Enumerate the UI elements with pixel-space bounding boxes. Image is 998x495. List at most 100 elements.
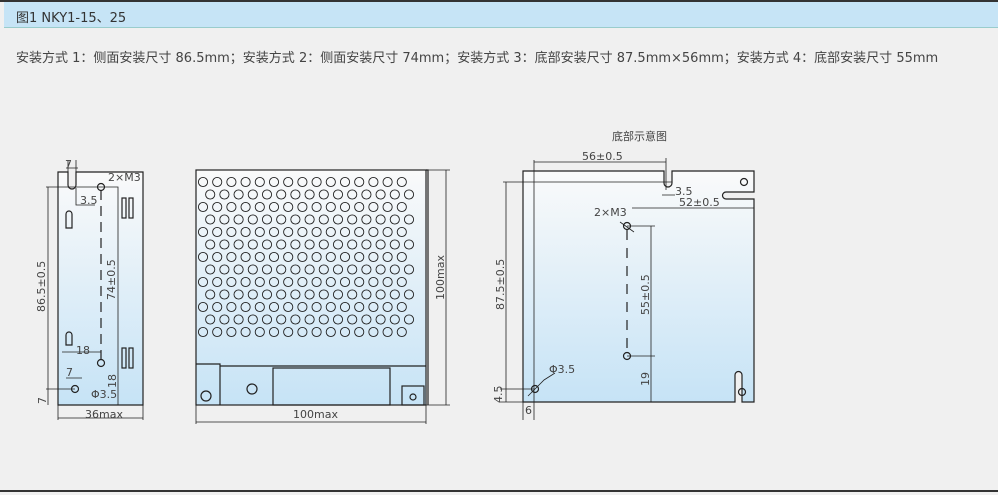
vent-hole (396, 201, 407, 213)
vent-hole (247, 314, 258, 325)
dim-label: Φ3.5 (91, 388, 117, 401)
vent-hole (283, 251, 294, 263)
vent-hole (368, 276, 379, 288)
vent-hole (297, 226, 308, 238)
dim-label: Φ3.5 (549, 363, 575, 376)
vent-hole (240, 301, 251, 313)
vent-hole (212, 201, 223, 213)
vent-hole (382, 326, 393, 338)
vent-hole (304, 189, 315, 200)
vent-hole (339, 226, 351, 238)
dim-label: 18 (76, 344, 90, 357)
vent-hole (226, 226, 237, 238)
vent-hole (354, 226, 365, 238)
vent-hole (276, 239, 287, 250)
vent-hole (247, 239, 258, 250)
vent-hole (354, 326, 365, 338)
vent-hole (354, 251, 365, 263)
vent-hole (318, 189, 329, 200)
dim-label: 3.5 (675, 185, 693, 198)
vent-hole (254, 201, 265, 213)
vent-hole (304, 314, 315, 325)
vent-hole (339, 201, 351, 213)
vent-hole (283, 301, 294, 313)
vent-hole (205, 189, 216, 200)
vent-hole (261, 314, 273, 325)
vent-hole (297, 301, 308, 313)
vent-hole (212, 326, 223, 338)
vent-hole (403, 289, 415, 300)
dim-label: 100max (434, 255, 447, 300)
vent-hole (276, 214, 287, 225)
dim-label: 7 (66, 366, 73, 379)
vent-hole (382, 276, 393, 288)
vent-hole (347, 314, 358, 325)
vent-hole (247, 189, 258, 200)
vent-hole (254, 176, 265, 188)
vent-hole (276, 264, 287, 275)
vent-hole (254, 251, 265, 263)
vent-hole (361, 189, 372, 200)
vent-hole (325, 326, 336, 338)
vent-hole (219, 264, 230, 275)
vent-hole (283, 201, 294, 213)
vent-hole (339, 176, 351, 188)
dim-label: 86.5±0.5 (35, 261, 48, 312)
vent-hole (254, 226, 265, 238)
vent-hole (389, 264, 400, 275)
vent-hole (233, 239, 244, 250)
vent-hole (226, 326, 237, 338)
vent-hole (233, 264, 244, 275)
vent-hole (332, 314, 344, 325)
bottom-view-labels: 底部示意图 56±0.5 3.5 52±0.5 2×M3 87.5±0.5 55… (492, 129, 720, 417)
vent-hole (318, 239, 329, 250)
dim-label: 7 (65, 158, 72, 171)
vent-hole (283, 176, 294, 188)
vent-hole (297, 326, 308, 338)
vent-hole (197, 301, 209, 313)
vent-hole (332, 214, 344, 225)
vent-hole (361, 239, 372, 250)
vent-hole (226, 201, 237, 213)
vent-hole (226, 176, 237, 188)
vent-hole (261, 289, 273, 300)
vent-hole (290, 214, 301, 225)
vent-hole (226, 301, 237, 313)
vent-hole (276, 314, 287, 325)
vent-hole (304, 239, 315, 250)
vent-hole (382, 226, 393, 238)
vent-hole (219, 314, 230, 325)
vent-hole (268, 201, 280, 213)
vent-hole (240, 251, 251, 263)
top-border (0, 0, 998, 2)
vent-hole (268, 326, 280, 338)
vent-hole (347, 239, 358, 250)
vent-hole (318, 214, 329, 225)
vent-hole (347, 214, 358, 225)
vent-hole (219, 289, 230, 300)
vent-hole (276, 189, 287, 200)
vent-hole (304, 214, 315, 225)
vent-hole (375, 264, 386, 275)
bottom-view-title: 底部示意图 (612, 129, 667, 143)
vent-hole (197, 226, 209, 238)
vent-hole (382, 176, 393, 188)
dim-label: 2×M3 (108, 171, 141, 184)
vent-hole (403, 189, 415, 200)
vent-hole (396, 301, 407, 313)
vent-hole (311, 176, 322, 188)
vent-hole (197, 276, 209, 288)
vent-hole (219, 214, 230, 225)
vent-hole (268, 276, 280, 288)
vent-hole (261, 189, 273, 200)
vent-hole (354, 276, 365, 288)
vent-hole (268, 226, 280, 238)
vent-hole (325, 201, 336, 213)
vent-hole (197, 326, 209, 338)
vent-hole (212, 301, 223, 313)
vent-hole (375, 214, 386, 225)
vent-hole (226, 276, 237, 288)
vent-hole (368, 176, 379, 188)
vent-hole (361, 314, 372, 325)
vent-hole (368, 201, 379, 213)
